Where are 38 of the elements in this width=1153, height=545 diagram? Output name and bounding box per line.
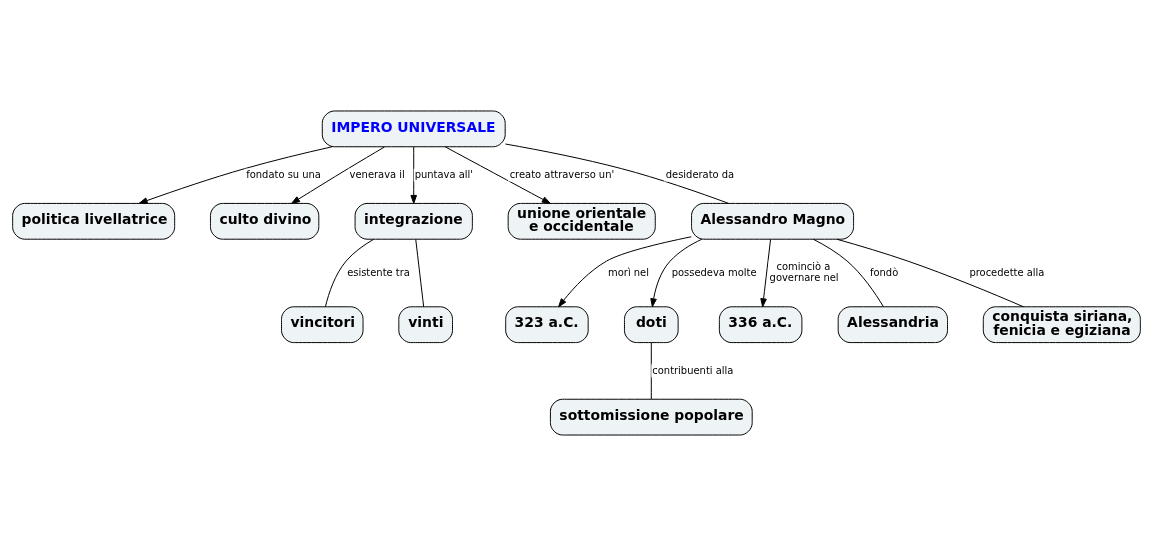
node-box: culto divino — [209, 202, 320, 240]
connector — [836, 238, 1024, 307]
edge-label: venerava il — [349, 168, 405, 180]
edge-label: possedeva molte — [671, 266, 757, 278]
arrow — [291, 145, 386, 204]
node-box: vincitori — [281, 305, 364, 343]
node-box: politica livellatrice — [12, 202, 176, 240]
edge-label: contribuenti alla — [652, 364, 734, 376]
connector — [812, 238, 884, 307]
node-box: unione orientale e occidentale — [507, 202, 656, 240]
edge-label: cominciò a governare nel — [769, 260, 839, 283]
node-box: 336 a.C. — [718, 305, 803, 343]
connector — [504, 143, 729, 204]
edge-label: procedette alla — [969, 266, 1045, 278]
node-box: 323 a.C. — [505, 305, 589, 343]
edge-label: puntava all' — [414, 168, 474, 180]
node-box: Alessandria — [837, 305, 948, 343]
node-box: conquista siriana, fenicia e egiziana — [982, 305, 1141, 343]
edge-label: fondato su una — [246, 168, 321, 180]
edge-label: desiderato da — [665, 168, 735, 180]
arrow — [558, 235, 692, 307]
node-box: Alessandro Magno — [691, 202, 855, 240]
node-box: IMPERO UNIVERSALE — [321, 110, 506, 147]
connector — [415, 238, 425, 307]
edge-label: morì nel — [608, 266, 650, 278]
node-box: vinti — [398, 305, 453, 343]
edge-label: fondò — [869, 266, 899, 278]
arrow — [444, 145, 551, 204]
arrow — [650, 238, 703, 307]
edge-label: creato attraverso un' — [509, 168, 615, 180]
arrow — [138, 145, 333, 204]
connector — [324, 238, 375, 307]
arrow — [410, 145, 417, 204]
arrow — [760, 238, 772, 307]
node-box: sottomissione popolare — [549, 398, 753, 435]
node-box: integrazione — [354, 202, 473, 240]
edge-label: esistente tra — [347, 266, 410, 278]
node-box: doti — [623, 305, 679, 343]
